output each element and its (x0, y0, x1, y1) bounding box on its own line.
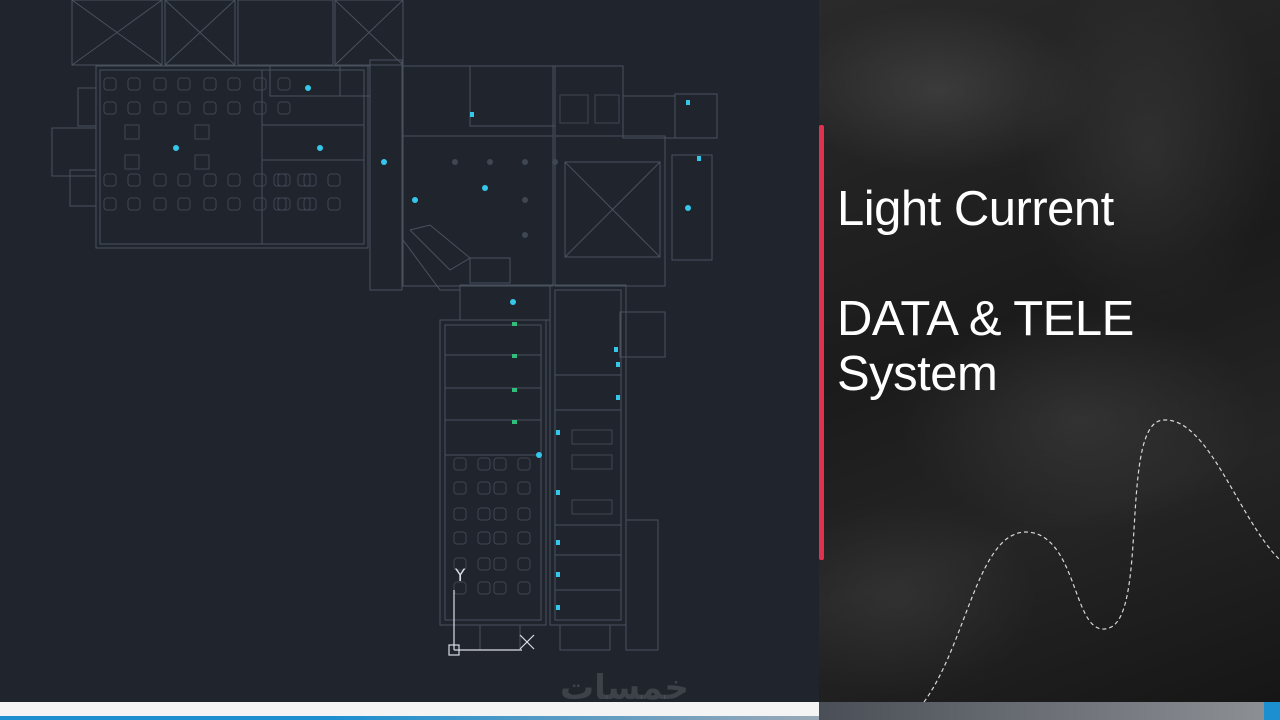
watermark-logo: خمسات (560, 668, 689, 708)
bottom-strip-corner (1264, 702, 1280, 720)
floor-plan-svg (51, 0, 718, 656)
title-line-2: DATA & TELE (837, 292, 1134, 346)
floor-plan-drawing: Y خمسات (51, 0, 718, 708)
title-panel (819, 0, 1280, 702)
title-line-1: Light Current (837, 182, 1114, 236)
accent-bar (819, 125, 824, 560)
title-spacer (837, 237, 1257, 292)
title-line-3: System (837, 347, 998, 401)
slide-title: Light Current DATA & TELE System (837, 182, 1257, 402)
bottom-strip-blue (0, 716, 820, 720)
decorative-curve (923, 419, 1280, 702)
bottom-strip (0, 702, 1280, 720)
ucs-axis-icon (448, 590, 535, 656)
ucs-y-label: Y (455, 566, 466, 586)
bottom-strip-gray (819, 702, 1264, 720)
